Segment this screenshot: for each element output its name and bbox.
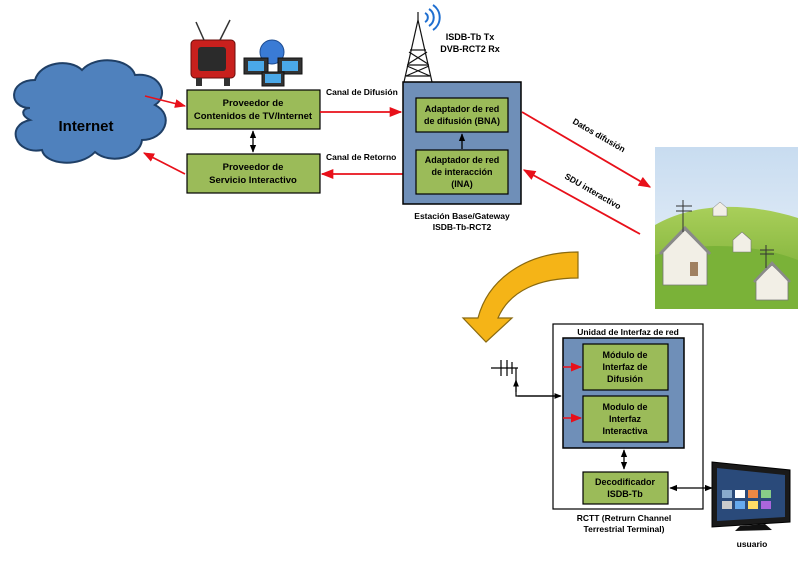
signal-waves-icon	[424, 4, 441, 31]
user-label: usuario	[737, 539, 768, 549]
sdu-interactive-label: SDU interactivo	[563, 171, 623, 211]
provider-interactive-box: Proveedor de Servicio Interactivo	[186, 153, 321, 194]
antenna-icon	[676, 200, 774, 268]
provider-to-internet-arrow	[143, 152, 186, 175]
ina-line3: (INA)	[451, 179, 473, 189]
interactive-module-line1: Modulo de	[603, 402, 648, 412]
internet-cloud: Internet	[13, 59, 167, 164]
bna-line1: Adaptador de red	[425, 104, 500, 114]
data-broadcast-label: Datos difusión	[571, 116, 627, 154]
ina-line2: de interacción	[431, 167, 492, 177]
house-icon	[712, 201, 728, 217]
rctt-line2: Terrestrial Terminal)	[584, 524, 665, 534]
tv-laptops-icon	[190, 19, 303, 87]
network-interface-panel: Módulo de Interfaz de Difusión Modulo de…	[562, 337, 685, 449]
rctt-antenna-icon	[491, 360, 560, 397]
tower-title-line2: DVB-RCT2 Rx	[440, 44, 500, 54]
bna-line2: de difusión (BNA)	[424, 116, 500, 126]
provider-tv-box: Proveedor de Contenidos de TV/Internet	[186, 89, 321, 130]
base-station-line1: Estación Base/Gateway	[414, 211, 510, 221]
provider-tv-line2: Contenidos de TV/Internet	[194, 111, 313, 122]
decoder-box: Decodificador ISDB-Tb	[582, 471, 669, 505]
interactive-module-line3: Interactiva	[602, 426, 648, 436]
internet-to-provider-arrow	[144, 95, 187, 108]
sdu-interactive-arrow	[522, 169, 641, 235]
interactive-module-line2: Interfaz	[609, 414, 642, 424]
network-interface-unit-label: Unidad de Interfaz de red	[577, 327, 679, 337]
provider-interactive-line2: Servicio Interactivo	[209, 175, 297, 186]
house-icon	[732, 231, 752, 253]
internet-label: Internet	[58, 118, 113, 135]
provider-interactive-line1: Proveedor de	[223, 162, 284, 173]
broadcast-module-line2: Interfaz de	[602, 362, 647, 372]
provider-tv-line1: Proveedor de	[223, 98, 284, 109]
ina-line1: Adaptador de red	[425, 155, 500, 165]
decoder-line1: Decodificador	[595, 477, 656, 487]
base-station-panel: Adaptador de red de difusión (BNA) Adapt…	[402, 81, 522, 205]
transmission-tower-icon	[403, 12, 433, 83]
broadcast-channel-label: Canal de Difusión	[326, 87, 398, 97]
flat-tv-icon	[711, 461, 791, 531]
broadcast-module-line3: Difusión	[607, 374, 643, 384]
curved-down-arrow	[461, 251, 579, 343]
rctt-line1: RCTT (Retrurn Channel	[577, 513, 671, 523]
return-channel-label: Canal de Retorno	[326, 152, 396, 162]
base-station-line2: ISDB-Tb-RCT2	[433, 222, 492, 232]
tower-title-line1: ISDB-Tb Tx	[446, 32, 495, 42]
broadcast-module-line1: Módulo de	[603, 350, 648, 360]
decoder-line2: ISDB-Tb	[607, 489, 643, 499]
houses-landscape-image	[655, 147, 798, 309]
data-broadcast-arrow	[521, 111, 652, 188]
house-icon	[658, 225, 712, 286]
house-icon	[753, 261, 791, 301]
